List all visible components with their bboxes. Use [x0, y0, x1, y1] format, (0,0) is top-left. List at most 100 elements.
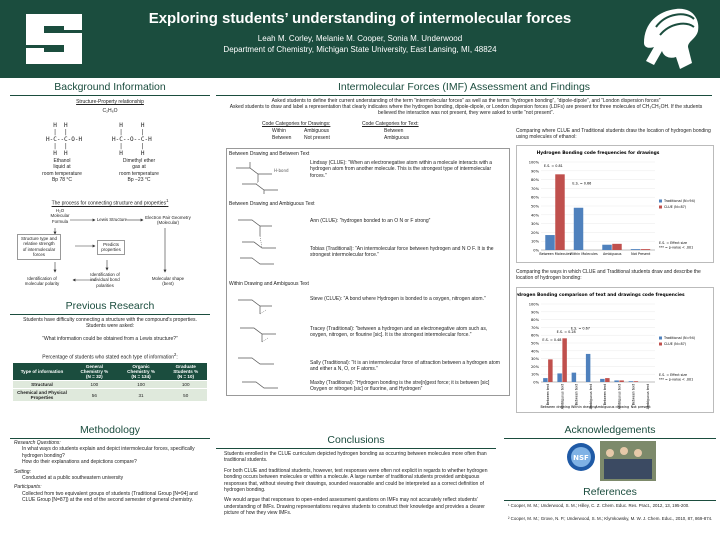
legend-swatch — [659, 336, 662, 340]
table-cell: 56 — [71, 388, 118, 401]
example-2-quote-1: Ann (CLUE): “hydrogen bonded to an O N o… — [310, 218, 431, 224]
table-cell: Structural — [13, 380, 71, 389]
node-predicts-properties: Predicts properties — [97, 240, 125, 255]
bar — [548, 359, 553, 382]
chart-2: Hydrogen Bonding comparison of text and … — [511, 292, 696, 409]
text-categories-label: Code Categories for Text: — [362, 121, 419, 127]
x-tick-label: Between text — [603, 383, 607, 405]
x-tick-label: Between text — [546, 383, 550, 405]
bar — [555, 174, 565, 250]
node-molecular-shape: Molecular shape (bent) — [151, 276, 185, 287]
table-row: Chemical and Physical Properties 56 31 5… — [13, 388, 207, 401]
chart-1: Hydrogen Bonding code frequencies for dr… — [529, 150, 696, 256]
process-arrows — [53, 218, 167, 282]
bar — [630, 249, 641, 250]
y-tick-label: 40% — [531, 349, 540, 353]
draw-category: Not present — [304, 135, 330, 141]
rq-1: In what ways do students explain and dep… — [22, 446, 195, 459]
student-drawing-2-icon — [238, 219, 276, 265]
x-tick-label: Ambiguous text — [589, 383, 593, 409]
chart-footnote: E.S. = Effect size — [659, 241, 687, 245]
y-tick-label: 90% — [531, 310, 540, 314]
y-tick-label: 60% — [531, 334, 540, 338]
legend-label: CLUE (N=87) — [664, 342, 687, 346]
x-tick-label: Between text — [632, 383, 636, 405]
participants-label: Participants: — [14, 484, 42, 491]
x-group-label: Not present — [631, 405, 652, 409]
node-electron-pair-geometry: Electron Pair Geometry (Molecular) — [145, 215, 191, 226]
bar — [600, 378, 605, 382]
previous-quote: “What information could be obtained from… — [42, 336, 178, 342]
effect-size-annotation: E.S. = 0.66 — [572, 182, 591, 186]
effect-size-annotation: E.S. = 0.67 — [571, 326, 590, 330]
y-tick-label: 70% — [531, 326, 540, 330]
rq-label: Research Questions: — [14, 440, 61, 446]
y-tick-label: 0% — [533, 381, 539, 385]
x-tick-label: Ambiguous — [603, 252, 622, 256]
process-heading: The process for connecting structure and… — [51, 198, 169, 207]
chart-footnote: *** = p-value < .001 — [659, 378, 693, 382]
y-tick-label: 10% — [531, 373, 540, 377]
bar — [628, 381, 634, 382]
chart-1-caption: Comparing where CLUE and Traditional stu… — [516, 128, 711, 141]
example-3-title: Within Drawing and Ambiguous Text — [229, 281, 309, 287]
x-tick-label: Between text — [575, 383, 579, 405]
example-1-title: Between Drawing and Between Text — [229, 151, 310, 157]
ethanol-description: Ethanol liquid at room temperature Bp 78… — [42, 158, 82, 184]
draw-category: Between — [272, 135, 292, 141]
x-tick-label: Within Molecules — [570, 252, 598, 256]
divider — [504, 500, 716, 501]
example-3-quote-2: Tracey (Traditional): “between a hydroge… — [310, 326, 488, 339]
table-cell: 50 — [164, 388, 207, 401]
table-header: Graduate Students % (N = 10) — [164, 363, 207, 381]
y-tick-label: 70% — [531, 187, 540, 191]
spartan-helmet-icon — [644, 8, 699, 70]
legend-label: Traditional (N=94) — [663, 336, 696, 340]
example-2-quote-2: Tobias (Traditional): “An intermolecular… — [310, 246, 494, 259]
y-tick-label: 50% — [531, 205, 540, 209]
x-tick-label: Not Present — [631, 252, 651, 256]
example-2-title: Between Drawing and Ambiguous Text — [229, 201, 315, 207]
node-imf-strength: Structure type and relative strength of … — [17, 234, 61, 260]
previous-research-table: Type of information General Chemistry % … — [13, 363, 207, 401]
bar — [571, 372, 577, 382]
conclusion-paragraph: We would argue that responses to open-en… — [224, 497, 485, 517]
molecular-formula: C₂H₆O — [102, 108, 118, 114]
setting-text: Conducted at a public southeastern unive… — [22, 475, 124, 482]
group-photo — [600, 441, 656, 481]
table-header: Organic Chemistry % (N = 134) — [117, 363, 165, 381]
chart-footnote: *** = p-value < .001 — [659, 246, 693, 250]
chart-title: Hydrogen Bonding comparison of text and … — [517, 292, 685, 298]
legend-swatch — [659, 199, 662, 203]
structure-property-heading: Structure-Property relationship — [76, 99, 144, 105]
bar — [562, 338, 567, 382]
reference-2: ² Cooper, M. M.; Grove, N. P.; Underwood… — [508, 516, 713, 521]
y-tick-label: 40% — [531, 213, 540, 217]
table-header-row: Type of information General Chemistry % … — [13, 363, 207, 381]
x-group-label: Ambiguous drawing — [595, 405, 629, 409]
divider — [10, 438, 210, 439]
y-tick-label: 80% — [531, 318, 540, 322]
y-tick-label: 100% — [529, 303, 540, 307]
y-tick-label: 80% — [531, 178, 540, 182]
person-icon — [634, 449, 642, 457]
example-1-quote: Lindsay (CLUE): “When an electronegative… — [310, 160, 493, 179]
references-title: References — [583, 486, 637, 498]
example-3-quote-4: Maxby (Traditional): “Hydrogen bonding i… — [310, 380, 490, 393]
imf-intro-2: Asked students to draw and label a repre… — [229, 104, 703, 117]
chart-1-frame: Hydrogen Bonding code frequencies for dr… — [516, 145, 714, 263]
methodology-body: Research Questions: In what ways do stud… — [14, 440, 208, 504]
draw-categories-label: Code Categories for Drawings: — [262, 121, 331, 127]
y-tick-label: 90% — [531, 169, 540, 173]
dimethyl-ether-structure-icon: H H | | H-C--O--C-H | | H H — [112, 122, 152, 157]
conclusions-body: Students enrolled in the CLUE curriculum… — [224, 451, 496, 517]
node-lewis-structure: Lewis Structure — [96, 217, 128, 222]
previous-text: Students have difficulty connecting a st… — [23, 317, 197, 330]
people-bodies — [604, 459, 652, 479]
legend-swatch — [659, 205, 662, 209]
y-tick-label: 60% — [531, 196, 540, 200]
ether-description: Dimethyl ether gas at room temperature B… — [119, 158, 159, 184]
example-3-quote-1: Steve (CLUE): “A bond where Hydrogen is … — [310, 296, 486, 302]
bar — [614, 380, 619, 382]
nsf-logo-icon: NSF — [567, 443, 595, 471]
